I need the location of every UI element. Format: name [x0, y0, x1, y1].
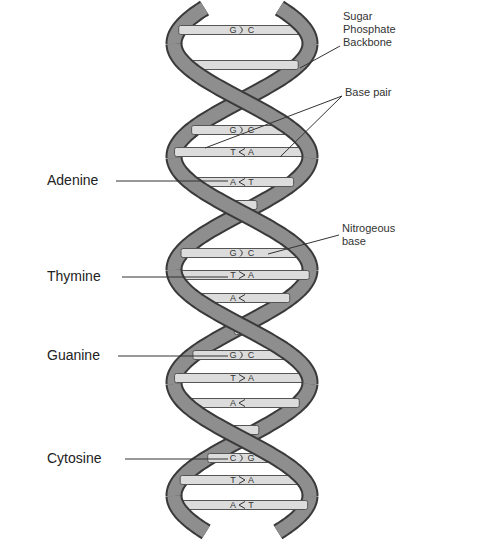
part-label: Adenine [47, 172, 98, 188]
backbone-ribbon [174, 496, 206, 532]
base-letter: G [229, 351, 236, 360]
base-pair-rung [176, 501, 307, 510]
base-pair-rung [179, 26, 306, 35]
leader-line [205, 96, 342, 148]
hydrogen-bond-mark [239, 502, 245, 509]
base-letter: A [230, 178, 236, 187]
hydrogen-bond-mark [239, 179, 245, 186]
part-label: Thymine [47, 268, 101, 284]
leader-line [118, 356, 228, 357]
backbone-outline [279, 8, 310, 44]
callout-label: Nitrogeous base [342, 222, 404, 248]
base-letter: T [248, 178, 254, 187]
base-letter: A [230, 501, 236, 510]
base-letter: C [248, 126, 255, 135]
hydrogen-bond-mark [239, 272, 245, 279]
base-letter: T [230, 148, 236, 157]
backbone-outline [174, 44, 310, 158]
base-letter: A [248, 476, 254, 485]
base-letter: T [230, 374, 236, 383]
base-letter: T [248, 501, 254, 510]
hydrogen-bond-mark [240, 127, 242, 134]
leader-line [280, 96, 342, 157]
hydrogen-bond-mark [239, 149, 245, 156]
leader-line [268, 235, 339, 254]
base-letter: G [229, 249, 236, 258]
base-pair-rung [175, 374, 310, 383]
leader-line [122, 277, 228, 278]
base-letter: A [248, 271, 254, 280]
base-pair-rung [175, 148, 310, 157]
hydrogen-bond-mark [240, 27, 242, 34]
hydrogen-bond-mark [239, 400, 245, 407]
backbone-ribbon [174, 270, 310, 384]
base-letter: G [229, 126, 236, 135]
hydrogen-bond-mark [240, 455, 242, 462]
base-letter: C [248, 26, 255, 35]
base-letter: A [248, 148, 254, 157]
backbone-outline [174, 158, 310, 270]
backbone-ribbon [174, 158, 310, 270]
backbone-ribbon [279, 8, 310, 44]
base-letter: T [230, 271, 236, 280]
base-letter: G [247, 454, 254, 463]
backbone-ribbon [174, 44, 310, 158]
base-letter: A [230, 399, 236, 408]
callout-label: Sugar Phosphate Backbone [343, 10, 405, 49]
part-label: Cytosine [47, 450, 101, 466]
base-letter: A [248, 374, 254, 383]
front-strands [174, 8, 310, 532]
back-strands [174, 8, 310, 532]
hydrogen-bond-mark [240, 250, 242, 257]
base-letter: G [229, 26, 236, 35]
backbone-outline [174, 384, 310, 496]
leader-line [116, 181, 228, 182]
backbone-outline [174, 496, 206, 532]
base-letter: C [248, 351, 255, 360]
callout-label: Base pair [345, 86, 407, 99]
base-letter: T [230, 476, 236, 485]
backbone-ribbon [174, 384, 310, 496]
hydrogen-bond-mark [239, 375, 245, 382]
hydrogen-bond-mark [240, 352, 242, 359]
backbone-outline [174, 158, 310, 270]
backbone-ribbon [174, 270, 310, 384]
base-letter: C [248, 249, 255, 258]
backbone-outline [174, 270, 310, 384]
backbone-outline [174, 384, 310, 496]
hydrogen-bond-mark [239, 295, 245, 302]
leader-line [300, 46, 340, 68]
base-pair-rung [175, 271, 309, 280]
base-pairs [175, 26, 310, 510]
hydrogen-bond-mark [239, 477, 245, 484]
backbone-outline [174, 44, 310, 158]
backbone-ribbon [174, 384, 310, 496]
backbone-ribbon [174, 158, 310, 270]
base-letter: C [230, 454, 237, 463]
base-pair-rung [180, 476, 304, 485]
backbone-outline [174, 270, 310, 384]
leader-line [125, 459, 228, 460]
backbone-ribbon [174, 44, 310, 158]
base-letter: A [230, 294, 236, 303]
part-label: Guanine [47, 347, 100, 363]
